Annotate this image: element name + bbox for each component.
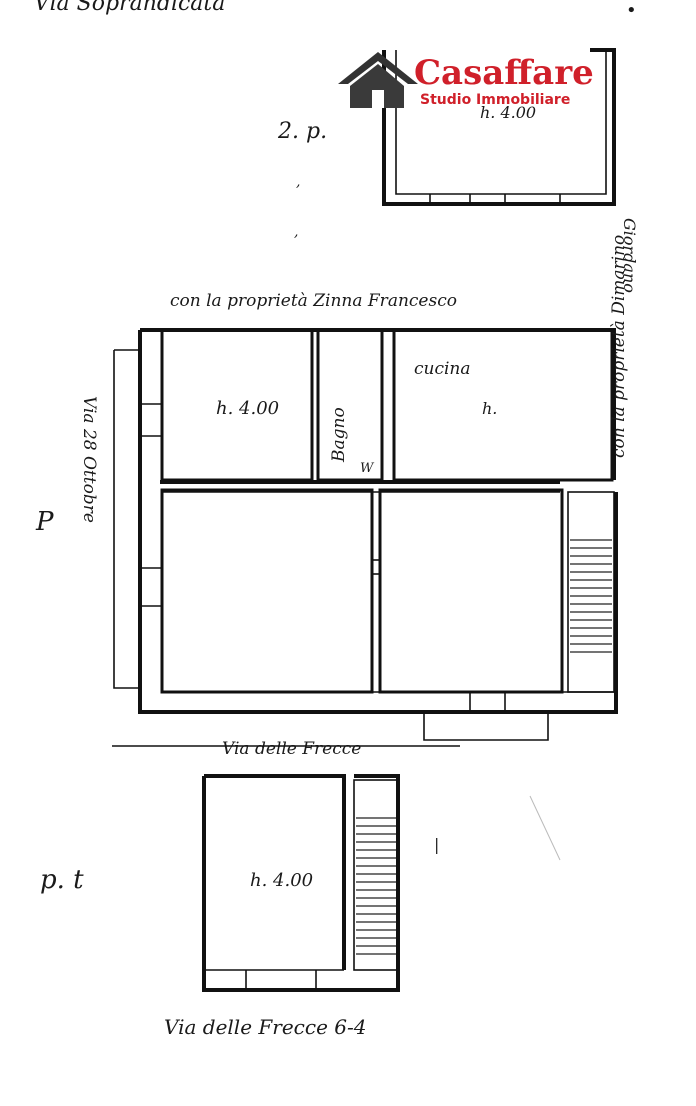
second-floor-plan: h. 4.00 [382,48,616,206]
kitchen [392,328,614,482]
corner-mark: • [626,0,637,21]
casaffare-logo: Casaffare Studio Immobiliare [338,52,594,108]
ground-floor-staircase [353,779,399,971]
svg-text:,: , [296,174,300,190]
second-floor-room-height: h. 4.00 [480,103,536,122]
bathroom-label: Bagno [329,407,349,463]
bathroom [316,328,384,482]
logo-name: Casaffare [414,53,594,93]
house-body-icon [350,64,404,108]
top-boundary-text: con la proprietà Zinna Francesco [170,291,457,311]
large-room-left [160,488,374,694]
ground-floor-label: p. t [40,865,84,895]
ground-floor-stair-steps [356,817,396,955]
ground-floor-outer-wall [202,774,400,992]
bedroom-height: h. 4.00 [216,398,279,419]
ground-floor-room-height: h. 4.00 [250,870,313,891]
bottom-street-text: Via delle Frecce [222,739,361,759]
first-floor-label: P [35,507,54,537]
entrance-projection [423,712,549,741]
logo-subtitle: Studio Immobiliare [420,92,570,108]
ground-floor-plan [202,774,400,992]
first-floor-stair-steps [570,539,612,653]
right-boundary-upper: con la proprietà Dimarino [609,235,629,458]
second-floor-inner-wall [395,50,607,195]
right-boundary-top-text: Giordano [620,218,639,293]
svg-text:|: | [434,835,439,854]
wc-label: W [360,461,375,476]
house-roof-icon [338,52,418,84]
left-street-text: Via 28 Ottobre [79,396,99,523]
second-floor-label: 2. p. [277,119,327,144]
left-balcony [113,349,140,689]
kitchen-height: h. [482,399,497,418]
kitchen-label: cucina [414,359,471,379]
first-floor-plan [113,328,618,741]
first-floor-outer-wall [138,330,618,714]
first-floor-staircase [567,491,615,693]
header-street-text: Via Soprandicata [34,0,225,16]
large-room-right [378,488,564,694]
svg-text:,: , [294,224,298,240]
ground-floor-street-text: Via delle Frecce 6-4 [164,1015,366,1039]
